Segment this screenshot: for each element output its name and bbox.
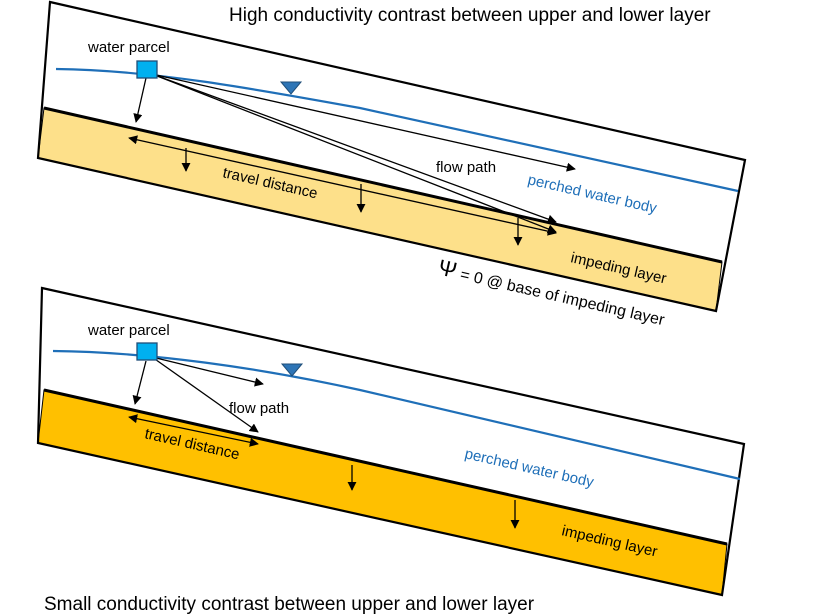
top-leakage-arrows [181, 148, 523, 246]
bottom-impeding-layer [37, 389, 728, 596]
bottom-flow-path-label: flow path [229, 400, 289, 417]
bottom-title: Small conductivity contrast between uppe… [44, 594, 535, 615]
top-water-parcel-label: water parcel [87, 39, 170, 56]
water-table-triangle-icon [279, 81, 303, 95]
water-table-triangle-icon [280, 363, 304, 377]
bottom-panel-outline [36, 286, 746, 597]
bottom-travel-distance-arrow [128, 414, 259, 447]
psi-symbol: Ψ [436, 254, 459, 282]
top-perched-water-label: perched water body [526, 171, 659, 217]
bottom-water-parcel-label: water parcel [87, 322, 170, 339]
bottom-perched-water-label: perched water body [463, 445, 596, 491]
top-panel: water parcel flow path travel distance p… [36, 0, 747, 329]
bottom-water-table [52, 349, 741, 481]
top-impeding-layer [37, 107, 723, 312]
bottom-panel: water parcel flow path travel distance p… [36, 286, 746, 615]
top-title: High conductivity contrast between upper… [229, 5, 711, 26]
water-parcel-square-icon [136, 60, 158, 79]
top-travel-distance-arrow [128, 135, 557, 236]
bottom-leakage-arrows [347, 465, 520, 529]
top-flow-path-label: flow path [436, 159, 496, 176]
top-panel-outline [36, 0, 747, 313]
water-parcel-square-icon [136, 342, 158, 361]
top-water-table [55, 67, 739, 193]
